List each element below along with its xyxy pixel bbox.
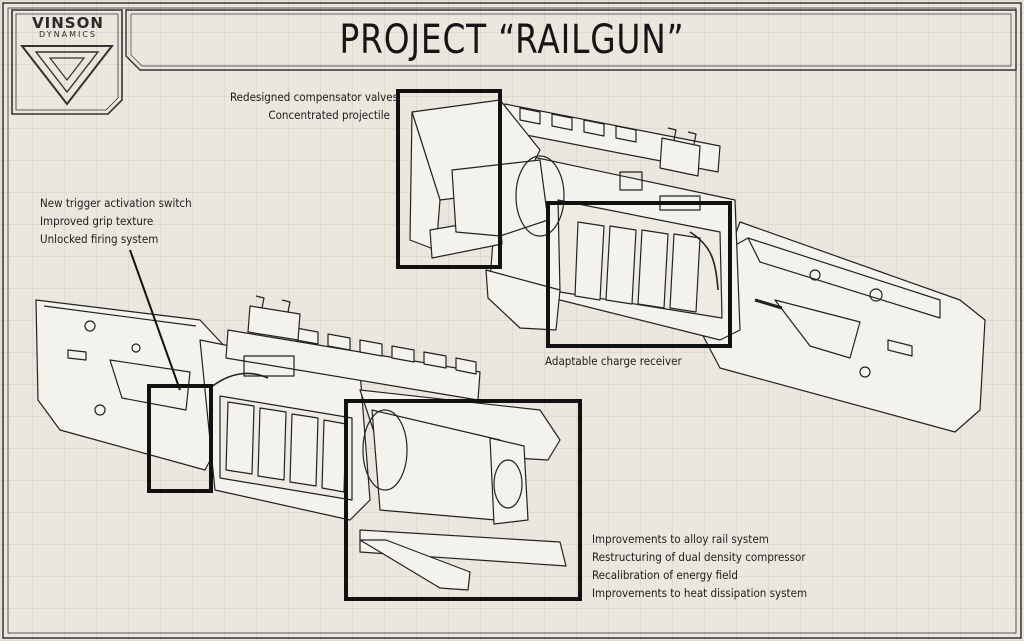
charge-receiver-box	[546, 201, 732, 348]
page-title: PROJECT “RAILGUN”	[339, 17, 685, 63]
note-line: Restructuring of dual density compressor	[592, 550, 806, 564]
note-line: Concentrated projectile	[268, 108, 390, 122]
note-line: Recalibration of energy field	[592, 568, 738, 582]
trigger-box	[147, 384, 213, 493]
rail-notes: Improvements to alloy rail system Restru…	[592, 530, 807, 602]
compensator-notes: Redesigned compensator valves Concentrat…	[230, 88, 399, 124]
note-line: Redesigned compensator valves	[230, 90, 399, 104]
highlight-boxes	[147, 89, 732, 601]
trigger-notes: New trigger activation switch Improved g…	[40, 194, 192, 248]
note-line: New trigger activation switch	[40, 196, 192, 210]
note-line: Unlocked firing system	[40, 232, 159, 246]
note-line: Improvements to heat dissipation system	[592, 586, 808, 600]
trigger-leader-line	[129, 249, 181, 391]
note-line: Improved grip texture	[40, 214, 154, 228]
rail-system-box	[344, 399, 582, 601]
receiver-notes: Adaptable charge receiver	[545, 352, 682, 370]
logo-name: VINSON	[32, 14, 104, 32]
upper-railgun-drawing	[409, 99, 986, 433]
lower-railgun-drawing	[35, 295, 567, 591]
vinson-dynamics-logo	[11, 9, 123, 115]
title-frame	[125, 9, 1017, 71]
note-line: Adaptable charge receiver	[545, 354, 682, 368]
logo-subtitle: DYNAMICS	[39, 30, 97, 39]
note-line: Improvements to alloy rail system	[592, 532, 769, 546]
compensator-box	[396, 89, 502, 269]
